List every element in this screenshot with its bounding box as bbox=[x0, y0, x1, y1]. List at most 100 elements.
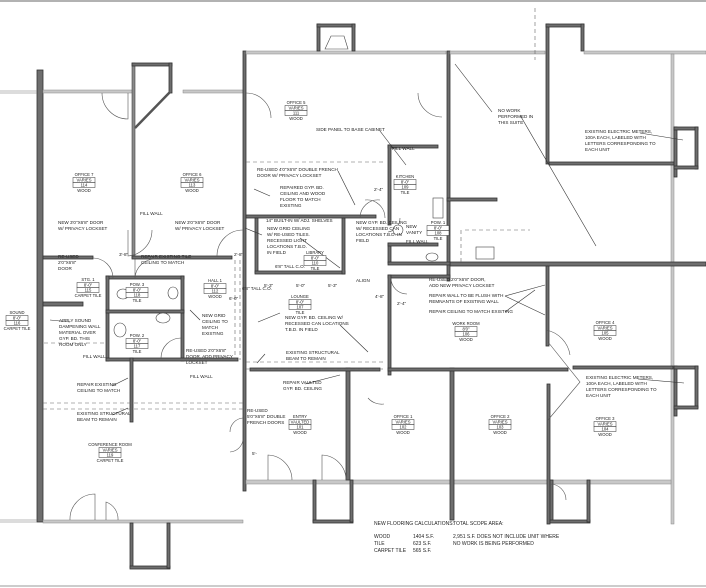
note-line: REPAIR VAULTED bbox=[283, 380, 322, 385]
room-finish: TILE bbox=[311, 266, 320, 271]
note-meters-bottom: EXISTING ELECTRIC METERS,100A EACH, LABE… bbox=[586, 375, 657, 398]
room-ceiling: VARIES bbox=[597, 326, 612, 331]
note-align: ALIGN bbox=[356, 278, 370, 283]
note-line: BEAM TO REMAIN bbox=[77, 417, 117, 422]
note-line: ALIGN bbox=[356, 278, 370, 283]
room-ceiling: VARIES bbox=[288, 106, 303, 111]
note-side-panel: SIDE PANEL TO BASE CABINET bbox=[316, 127, 385, 132]
room-number: 116 bbox=[14, 321, 21, 326]
room-ceiling: 8'-0" bbox=[13, 316, 22, 321]
note-new-gyp-lounge: NEW GYP. BD. CEILING W/RECESSED CAN LOCA… bbox=[285, 315, 349, 332]
note-meters-top: EXISTING ELECTRIC METERS,100A EACH, LABE… bbox=[585, 129, 656, 152]
room-number: 118 bbox=[134, 293, 141, 298]
room-ceiling: 8'-0" bbox=[401, 180, 410, 185]
note-line: CEILING TO MATCH bbox=[141, 260, 184, 265]
room-finish: WOOD bbox=[77, 188, 91, 193]
note-line: EXISTING ELECTRIC METERS, bbox=[586, 375, 653, 380]
room-ceiling: 8'-0" bbox=[296, 300, 305, 305]
dimension-label: 2'-8" bbox=[234, 252, 244, 257]
note-line: DAMPENING WALL bbox=[59, 324, 101, 329]
room-number: 105 bbox=[602, 331, 610, 336]
room-number: 106 bbox=[463, 332, 471, 337]
note-line: W/ RE-USED TILES. bbox=[267, 232, 310, 237]
room-finish: TILE bbox=[401, 190, 410, 195]
room-name: OFFICE 1 bbox=[394, 414, 414, 419]
calc-label-carpet: CARPET TILE bbox=[374, 548, 407, 554]
room-finish: WOOD bbox=[598, 336, 612, 341]
room-ceiling: 8'-0" bbox=[133, 339, 142, 344]
note-line: 100A EACH, LABELED WITH bbox=[585, 135, 646, 140]
note-line: EXISTING bbox=[202, 331, 224, 336]
note-fill-wall-pow2: FILL WALL bbox=[190, 374, 213, 379]
note-line: RE-USED 2'0"x6'8" DOOR, bbox=[429, 277, 486, 282]
note-line: REPAIR CEILING TO MATCH EXISTING bbox=[429, 309, 513, 314]
note-line: LOCKSET bbox=[186, 360, 208, 365]
room-ceiling: 8'-0" bbox=[84, 283, 93, 288]
note-line: CEILING AND WOOD bbox=[280, 191, 326, 196]
room-finish: WOOD bbox=[598, 432, 612, 437]
note-line: MATCH bbox=[202, 325, 218, 330]
note-line: 14" BUILT-IN W/ ADJ. SHELVES bbox=[266, 218, 333, 223]
room-name: LOUNGE bbox=[291, 294, 309, 299]
note-line: 5'0"x6'8" DOUBLE bbox=[247, 414, 285, 419]
note-line: RECESSED LIGHT bbox=[267, 238, 307, 243]
note-line: MATERIAL OVER bbox=[59, 330, 96, 335]
room-number: 103 bbox=[497, 425, 505, 430]
room-finish: WOOD bbox=[396, 430, 410, 435]
dimension-label: 5'-3" bbox=[264, 283, 274, 288]
dashed-lines bbox=[43, 8, 536, 410]
room-number: 110 bbox=[312, 261, 319, 266]
room-name: OFFICE 5 bbox=[287, 100, 307, 105]
note-line: GYP. BD. CEILING bbox=[283, 386, 322, 391]
note-line: EACH UNIT bbox=[586, 393, 611, 398]
room-ceiling: VARIES bbox=[597, 422, 612, 427]
dimension-label: 4'-8" bbox=[375, 294, 385, 299]
room-finish: WOOD bbox=[289, 116, 303, 121]
note-line: NEW GRID CEILING bbox=[267, 226, 311, 231]
room-name: LIBRARY bbox=[306, 250, 324, 255]
room-finish: WOOD bbox=[459, 337, 473, 342]
room-number: 102 bbox=[400, 425, 408, 430]
note-line: EXISTING bbox=[280, 203, 302, 208]
room-finish: WOOD bbox=[293, 430, 307, 435]
note-built-in: 14" BUILT-IN W/ ADJ. SHELVES bbox=[266, 218, 333, 223]
note-line: IN FIELD bbox=[267, 250, 287, 255]
leaders bbox=[49, 63, 685, 416]
room-name: POW. 3 bbox=[130, 282, 145, 287]
calc-value-tile: 623 S.F. bbox=[413, 541, 431, 547]
note-line: NEW bbox=[406, 224, 417, 229]
room-finish: WOOD bbox=[493, 430, 507, 435]
room-name: POW. 2 bbox=[130, 333, 145, 338]
room-number: 117 bbox=[134, 344, 141, 349]
room-name: POW. 1 bbox=[431, 220, 446, 225]
room-ceiling: VAULTED bbox=[291, 420, 310, 425]
note-line: THIS SUITE bbox=[498, 120, 523, 125]
note-line: PERFORMED IN bbox=[498, 114, 533, 119]
room-ceiling: VARIES bbox=[395, 420, 410, 425]
room-ceiling: VARIES bbox=[102, 448, 117, 453]
room-name: STG. 1 bbox=[81, 277, 95, 282]
room-number: 119 bbox=[107, 453, 114, 458]
room-name: OFFICE 6 bbox=[183, 172, 203, 177]
dimension-label: 2'-4" bbox=[397, 301, 407, 306]
dimension-label: 5'- bbox=[252, 451, 257, 456]
note-line: T.B.D. IN FIELD bbox=[285, 327, 318, 332]
note-repair-ceiling-work: REPAIR CEILING TO MATCH EXISTING bbox=[429, 309, 513, 314]
room-ceiling: 8'-0" bbox=[133, 288, 142, 293]
note-line: DOOR, ADD PRIVACY bbox=[186, 354, 233, 359]
